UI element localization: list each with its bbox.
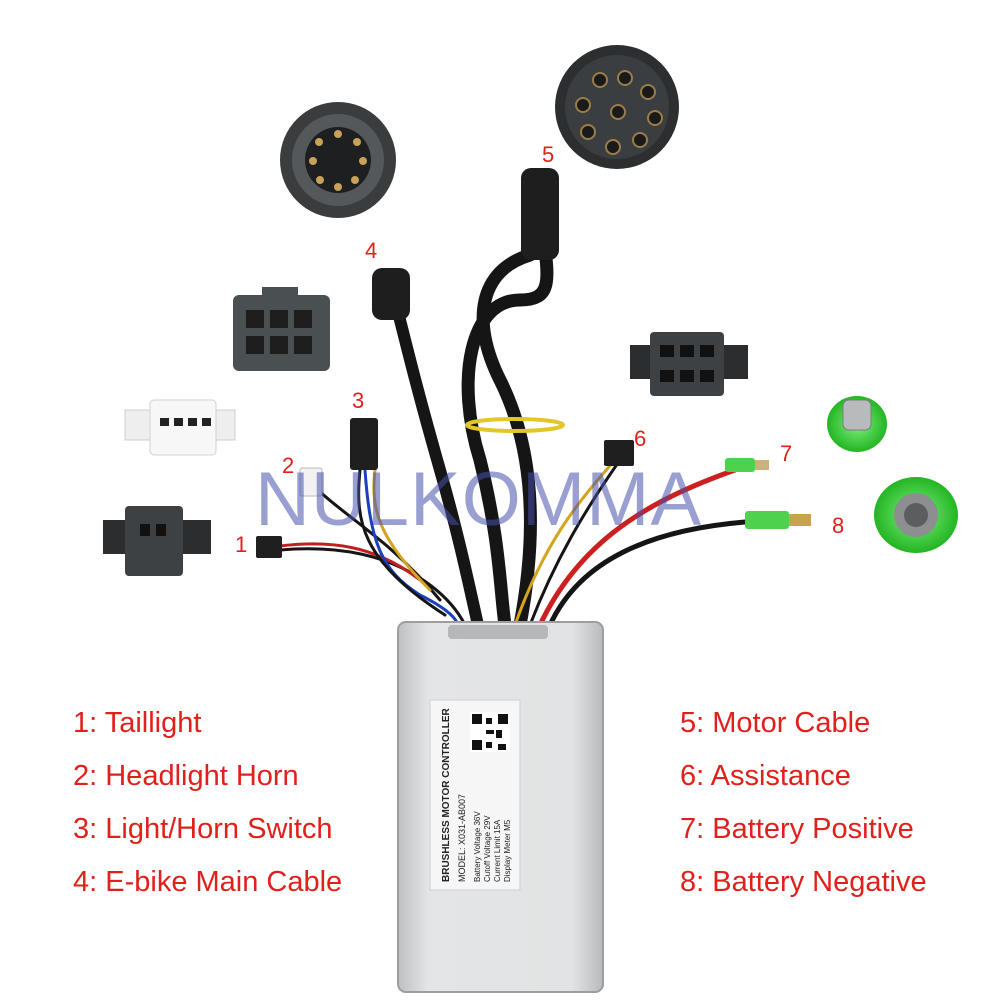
legend-item-taillight: 1: Taillight [73,707,202,739]
callout-4: 4 [365,238,378,263]
headlight-connector [299,467,323,497]
legend-item-battery-negative: 8: Battery Negative [680,866,927,898]
callout-3: 3 [352,388,365,413]
legend-item-assistance: 6: Assistance [680,760,851,792]
motor-plug-icon [555,45,679,169]
controller-spec-3: Current Limit 15A [493,819,502,882]
callout-7: 7 [780,441,793,466]
connector-icon [827,396,958,553]
cable-bundle [278,193,748,632]
legend-item-main-cable: 4: E-bike Main Cable [73,866,343,898]
legend-item-motor-cable: 5: Motor Cable [680,707,871,739]
qr-code-icon [470,712,510,752]
callout-1: 1 [235,532,248,557]
callout-2: 2 [282,453,295,478]
controller-model: MODEL: X031-AB007 [457,793,467,882]
controller-title: BRUSHLESS MOTOR CONTROLLER [441,708,452,882]
legend-item-light-horn-switch: 3: Light/Horn Switch [73,813,333,845]
legend-item-headlight-horn: 2: Headlight Horn [73,760,299,792]
main-cable-plug [372,268,410,320]
switch-connector [350,418,378,470]
battery-positive-terminal [725,458,755,472]
callout-5: 5 [542,142,555,167]
taillight-connector [256,536,282,558]
cable-tie [465,417,565,433]
connector-icon [124,399,236,456]
watermark: NULKOMMA [255,457,703,542]
battery-negative-terminal [745,511,789,529]
controller-housing [397,621,604,993]
connector-icon [630,332,748,396]
main-cable-plug-icon [280,102,396,218]
controller-spec-4: Display Meter M5 [503,819,512,882]
motor-cable-plug [521,168,559,260]
controller-spec-1: Battery Voltage 36V [473,811,482,882]
connector-icon [233,287,330,371]
assistance-connector [604,440,634,466]
controller-spec-2: Cutoff Voltage 29V [483,815,492,882]
connector-icon [103,506,211,576]
callout-6: 6 [634,426,647,451]
legend-item-battery-positive: 7: Battery Positive [680,813,914,845]
callout-8: 8 [832,513,845,538]
